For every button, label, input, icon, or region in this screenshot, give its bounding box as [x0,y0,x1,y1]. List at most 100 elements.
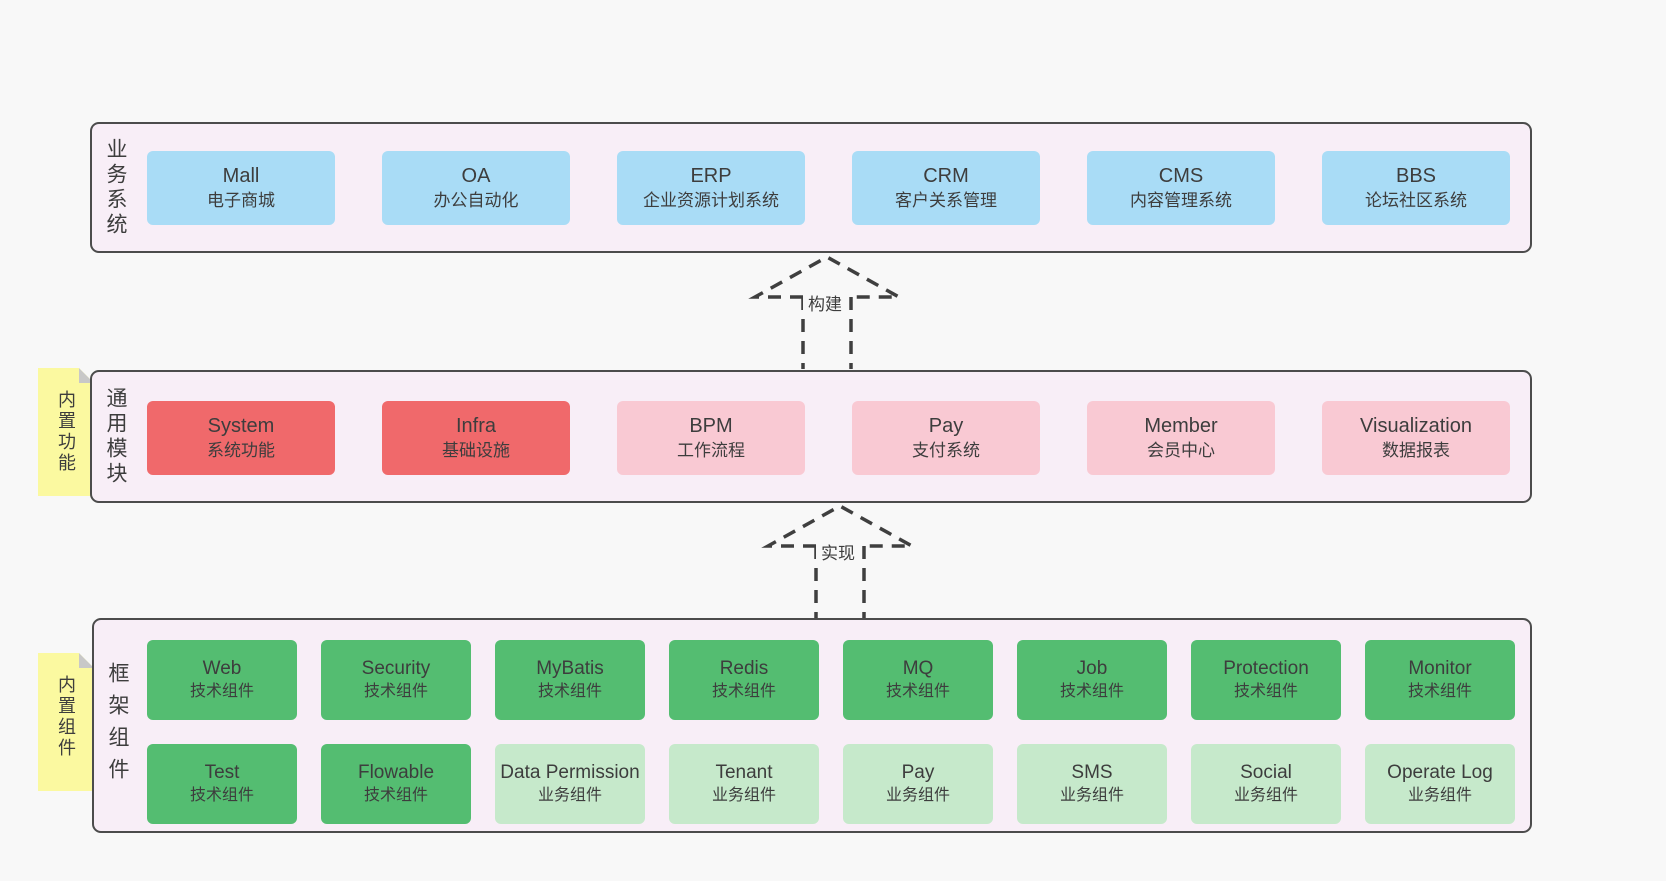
box-desc: 技术组件 [1233,683,1298,701]
box-desc: 业务组件 [885,787,950,805]
box-operate-log: Operate Log 业务组件 [1365,744,1515,824]
box-pay-module: Pay 支付系统 [852,401,1040,475]
box-name: Pay [901,762,935,784]
box-web: Web 技术组件 [147,640,297,720]
box-name: Tenant [715,762,773,784]
box-desc: 论坛社区系统 [1365,191,1467,211]
box-name: System [207,415,275,438]
box-social: Social 业务组件 [1191,744,1341,824]
box-name: Monitor [1408,658,1472,680]
box-name: CMS [1158,165,1204,188]
box-desc: 技术组件 [1407,683,1472,701]
box-security: Security 技术组件 [321,640,471,720]
box-desc: 客户关系管理 [895,191,997,211]
box-name: ERP [690,165,732,188]
box-pay-component: Pay 业务组件 [843,744,993,824]
box-system: System 系统功能 [147,401,335,475]
box-name: Data Permission [500,762,640,784]
box-protection: Protection 技术组件 [1191,640,1341,720]
box-mall: Mall 电子商城 [147,151,335,225]
layer-common-modules: 通用模块 System 系统功能 Infra 基础设施 BPM 工作流程 Pay… [90,370,1532,503]
box-desc: 技术组件 [537,683,602,701]
box-infra: Infra 基础设施 [382,401,570,475]
business-box-row: Mall 电子商城 OA 办公自动化 ERP 企业资源计划系统 CRM 客户关系… [147,151,1510,225]
layer-business-systems: 业务系统 Mall 电子商城 OA 办公自动化 ERP 企业资源计划系统 CRM… [90,122,1532,253]
box-name: Job [1076,658,1108,680]
box-monitor: Monitor 技术组件 [1365,640,1515,720]
box-desc: 内容管理系统 [1130,191,1232,211]
box-name: Infra [455,415,497,438]
box-desc: 支付系统 [912,441,980,461]
box-desc: 电子商城 [207,191,275,211]
box-desc: 技术组件 [189,787,254,805]
box-cms: CMS 内容管理系统 [1087,151,1275,225]
box-desc: 技术组件 [363,787,428,805]
box-name: Security [361,658,431,680]
note-text: 内置组件 [56,675,76,759]
box-name: OA [461,165,491,188]
box-sms: SMS 业务组件 [1017,744,1167,824]
layer-title-common-modules: 通用模块 [104,386,127,487]
box-desc: 业务组件 [1059,787,1124,805]
box-desc: 业务组件 [1233,787,1298,805]
box-desc: 数据报表 [1382,441,1450,461]
box-name: BPM [689,415,733,438]
box-member: Member 会员中心 [1087,401,1275,475]
box-name: CRM [923,165,969,188]
box-name: BBS [1395,165,1437,188]
box-flowable: Flowable 技术组件 [321,744,471,824]
box-name: Protection [1223,658,1309,680]
box-job: Job 技术组件 [1017,640,1167,720]
box-bbs: BBS 论坛社区系统 [1322,151,1510,225]
box-name: Pay [928,415,964,438]
box-desc: 技术组件 [885,683,950,701]
arrow-label-build: 构建 [803,293,847,316]
module-box-row: System 系统功能 Infra 基础设施 BPM 工作流程 Pay 支付系统… [147,401,1510,475]
sticky-note-built-in-components: 内置组件 [38,653,94,791]
box-tenant: Tenant 业务组件 [669,744,819,824]
box-name: MyBatis [536,658,604,680]
box-name: Operate Log [1387,762,1493,784]
layer-title-framework-components: 框架组件 [106,661,129,790]
box-desc: 技术组件 [711,683,776,701]
box-visualization: Visualization 数据报表 [1322,401,1510,475]
box-name: MQ [902,658,934,680]
box-name: Web [202,658,242,680]
layer-title-business-systems: 业务系统 [104,137,127,238]
box-desc: 工作流程 [677,441,745,461]
box-desc: 技术组件 [189,683,254,701]
box-desc: 办公自动化 [433,191,519,211]
box-crm: CRM 客户关系管理 [852,151,1040,225]
box-name: Social [1240,762,1292,784]
box-name: SMS [1071,762,1113,784]
box-name: Visualization [1360,415,1472,438]
sticky-note-built-in-features: 内置功能 [38,368,94,496]
box-redis: Redis 技术组件 [669,640,819,720]
box-name: Test [204,762,240,784]
box-desc: 业务组件 [711,787,776,805]
layer-framework-components: 框架组件 Web 技术组件 Security 技术组件 MyBatis 技术组件… [92,618,1532,833]
box-name: Member [1144,415,1218,438]
box-name: Redis [719,658,769,680]
box-desc: 业务组件 [1407,787,1472,805]
box-desc: 技术组件 [363,683,428,701]
component-box-row-2: Test 技术组件 Flowable 技术组件 Data Permission … [147,744,1515,824]
box-data-permission: Data Permission 业务组件 [495,744,645,824]
box-desc: 业务组件 [537,787,602,805]
box-name: Mall [222,165,260,188]
arrow-label-implement: 实现 [816,542,860,565]
box-desc: 基础设施 [442,441,510,461]
box-desc: 技术组件 [1059,683,1124,701]
box-erp: ERP 企业资源计划系统 [617,151,805,225]
note-text: 内置功能 [56,390,76,474]
box-oa: OA 办公自动化 [382,151,570,225]
box-desc: 会员中心 [1147,441,1215,461]
box-desc: 系统功能 [207,441,275,461]
box-desc: 企业资源计划系统 [643,191,779,211]
box-name: Flowable [357,762,435,784]
box-mq: MQ 技术组件 [843,640,993,720]
box-test: Test 技术组件 [147,744,297,824]
box-bpm: BPM 工作流程 [617,401,805,475]
component-box-row-1: Web 技术组件 Security 技术组件 MyBatis 技术组件 Redi… [147,640,1515,720]
box-mybatis: MyBatis 技术组件 [495,640,645,720]
